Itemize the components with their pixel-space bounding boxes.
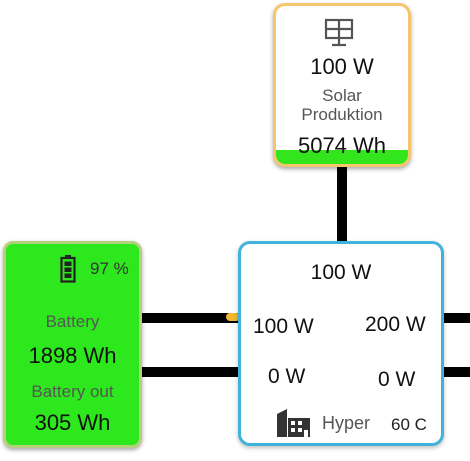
connector-battery-hub-lower	[142, 367, 240, 377]
battery-card[interactable]: 97 % Battery 1898 Wh Battery out 305 Wh	[3, 241, 142, 448]
battery-label: Battery	[45, 312, 100, 331]
solar-label-line2: Produktion	[301, 105, 383, 124]
connector-battery-hub-upper	[142, 313, 240, 323]
flow-indicator	[226, 313, 240, 321]
battery-energy: 1898 Wh	[28, 343, 117, 368]
solar-power: 100 W	[310, 54, 374, 79]
hub-left-upper-power: 100 W	[253, 315, 314, 338]
hub-right-upper-power: 200 W	[365, 313, 426, 336]
solar-label-line1: Solar	[322, 86, 362, 105]
battery-percent: 97 %	[90, 259, 129, 278]
hub-left-lower-power: 0 W	[268, 365, 306, 388]
solar-energy: 5074 Wh	[297, 133, 387, 158]
battery-out-label: Battery out	[31, 382, 114, 401]
connector-hub-right-upper	[444, 313, 470, 323]
solar-production-bar	[276, 149, 408, 164]
solar-card[interactable]: 100 W Solar Produktion 5074 Wh	[273, 3, 411, 167]
building-icon	[277, 409, 310, 437]
hub-top-power: 100 W	[310, 261, 372, 284]
battery-out-energy: 305 Wh	[34, 410, 111, 435]
battery-icon	[60, 255, 76, 283]
connector-hub-right-lower	[444, 367, 470, 377]
hub-temperature: 60 C	[391, 415, 427, 434]
hub-card[interactable]: 100 W 100 W 200 W 0 W 0 W Hyper 60 C	[238, 241, 444, 446]
hub-right-lower-power: 0 W	[378, 368, 416, 391]
solar-panel-icon	[324, 18, 354, 47]
hub-name: Hyper	[322, 413, 371, 433]
connector-solar-hub	[337, 167, 347, 243]
